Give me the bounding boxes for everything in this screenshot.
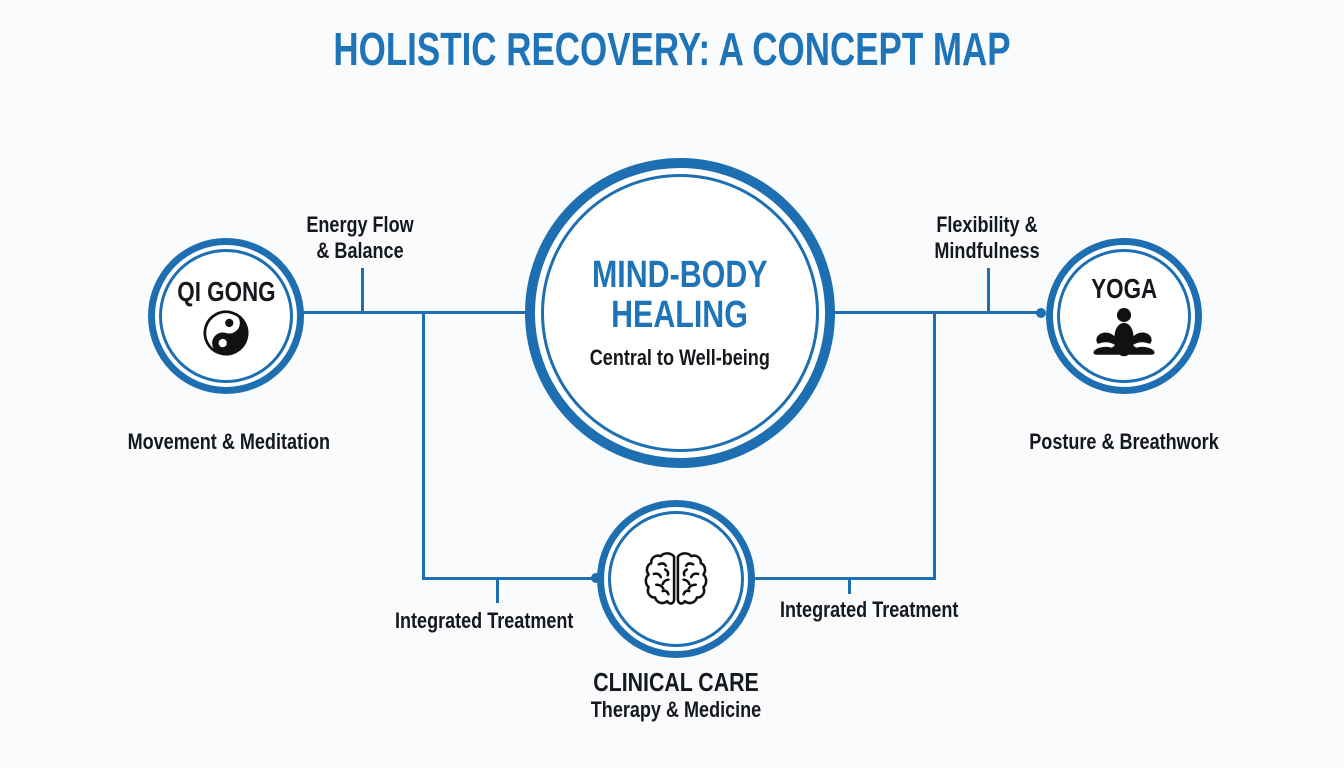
yoga-label: YOGA	[1091, 273, 1157, 304]
lotus-meditation-icon	[1092, 307, 1156, 359]
edge-label-line: Flexibility &	[936, 212, 1038, 237]
connector-tick-flexibility	[987, 268, 990, 313]
qigong-label: QI GONG	[176, 276, 276, 307]
connector-tick-energy-flow	[361, 268, 364, 313]
center-subtitle: Central to Well-being	[589, 345, 771, 370]
clinical-caption: Therapy & Medicine	[590, 697, 762, 722]
connector-right-vertical	[933, 311, 936, 580]
connector-endpoint-dot-yoga	[1036, 308, 1046, 318]
clinical-label: CLINICAL CARE	[593, 667, 759, 697]
node-clinical-care	[597, 500, 755, 658]
page-title: HOLISTIC RECOVERY: A CONCEPT MAP	[333, 23, 1011, 75]
connector-endpoint-dot-clinical-left	[591, 573, 601, 583]
edge-label-integrated-right: Integrated Treatment	[780, 597, 959, 622]
edge-label-integrated-left: Integrated Treatment	[395, 608, 574, 633]
edge-label-line: Energy Flow	[306, 212, 414, 237]
qigong-caption: Movement & Meditation	[127, 429, 331, 454]
edge-label-line: Mindfulness	[934, 238, 1040, 263]
connector-left-vertical	[422, 311, 425, 580]
center-title-line1: MIND-BODY	[592, 254, 768, 296]
connector-left-clinical	[422, 577, 597, 580]
edge-label-energy-flow: Energy Flow & Balance	[286, 212, 434, 264]
edge-label-flexibility: Flexibility & Mindfulness	[913, 212, 1061, 264]
node-yoga: YOGA	[1046, 238, 1202, 394]
edge-label-line: & Balance	[316, 238, 404, 263]
center-title-line2: HEALING	[611, 294, 749, 336]
brain-icon	[643, 550, 709, 608]
connector-tick-integrated-left	[496, 579, 499, 603]
connector-qigong-center	[302, 311, 532, 314]
node-qigong: QI GONG	[148, 238, 304, 394]
node-mind-body-healing: MIND-BODY HEALING Central to Well-being	[525, 158, 835, 468]
connector-tick-integrated-right	[848, 579, 851, 594]
yin-yang-icon	[203, 310, 249, 356]
connector-clinical-right	[755, 577, 936, 580]
yoga-caption: Posture & Breathwork	[1029, 429, 1219, 454]
connector-center-yoga	[833, 311, 1043, 314]
